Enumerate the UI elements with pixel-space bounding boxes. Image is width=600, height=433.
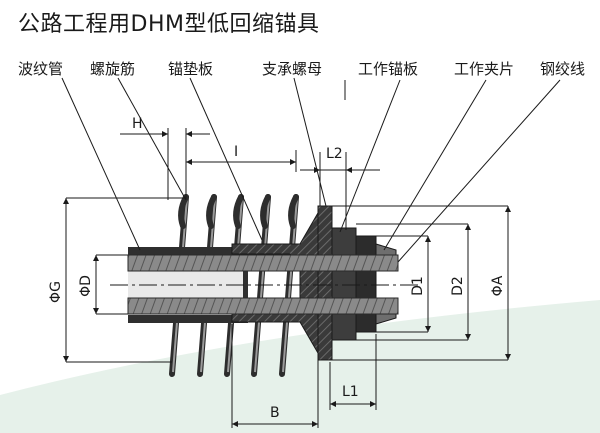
- dim-L1: L1: [342, 384, 359, 400]
- label-working-clip: 工作夹片: [454, 60, 514, 78]
- dim-D2: D2: [450, 276, 466, 296]
- dim-B: B: [270, 405, 280, 421]
- dim-PhiA: ΦA: [490, 275, 506, 296]
- dimension-lines: [65, 128, 509, 428]
- dim-D1: D1: [410, 276, 426, 296]
- background-curve: [0, 300, 600, 433]
- leader-lines: [61, 77, 561, 263]
- bearing-plate-flange: [317, 205, 333, 361]
- label-bearing-plate: 锚垫板: [168, 60, 213, 78]
- working-anchor-plate: [355, 235, 377, 333]
- strand-bottom: [127, 297, 399, 315]
- label-strand: 钢绞线: [540, 60, 585, 78]
- label-working-anchor-plate: 工作锚板: [358, 60, 418, 78]
- label-support-nut: 支承螺母: [262, 60, 322, 78]
- dim-PhiD: ΦD: [78, 275, 94, 297]
- dim-I: I: [234, 144, 238, 160]
- dim-H: H: [132, 116, 143, 132]
- label-corrugated-duct: 波纹管: [18, 60, 63, 78]
- dim-L2: L2: [326, 146, 343, 162]
- diagram-title: 公路工程用DHM型低回缩锚具: [18, 12, 320, 37]
- label-spiral-bar: 螺旋筋: [90, 60, 135, 78]
- support-nut: [331, 227, 357, 341]
- strand-top: [127, 254, 399, 272]
- dim-PhiG: ΦG: [48, 281, 64, 303]
